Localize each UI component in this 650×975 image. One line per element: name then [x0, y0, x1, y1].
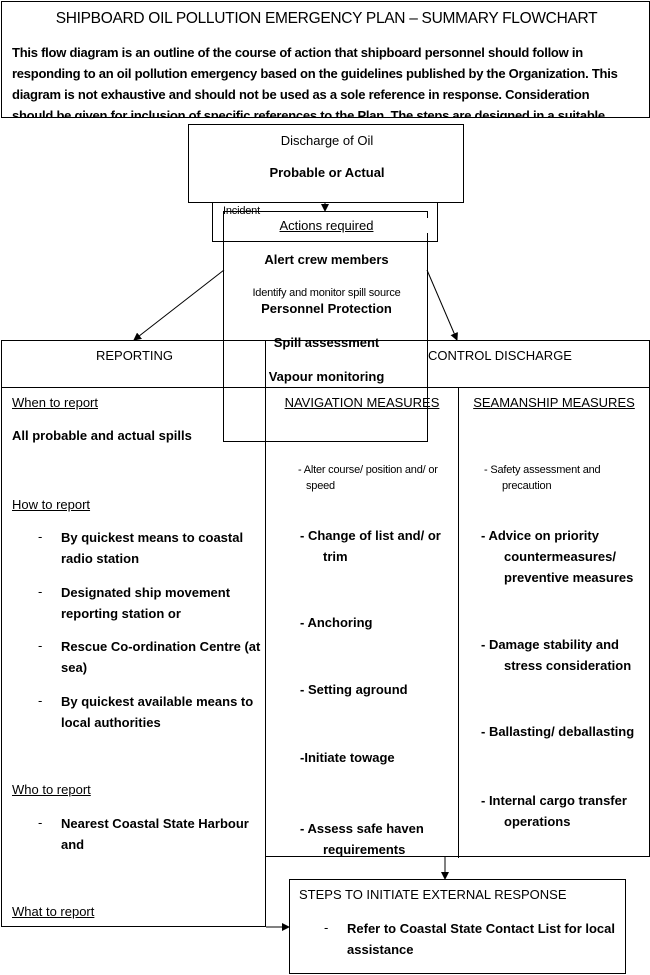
- what-to-report-heading: What to report: [12, 904, 95, 919]
- control-discharge-box: CONTROL DISCHARGE NAVIGATION MEASURES - …: [265, 340, 650, 858]
- when-to-report-heading: When to report: [12, 395, 98, 410]
- discharge-title: Discharge of Oil: [280, 133, 374, 148]
- action-item: Identify and monitor spill source: [252, 287, 401, 299]
- actions-required-title: Actions required: [224, 218, 429, 233]
- external-item-dash: -: [324, 920, 329, 935]
- seamanship-item: - Damage stability and stress considerat…: [481, 637, 632, 673]
- seamanship-small-item: - Safety assessment and precaution: [484, 464, 601, 492]
- how-item-dash: -: [38, 693, 43, 708]
- header-box: SHIPBOARD OIL POLLUTION EMERGENCY PLAN –…: [1, 1, 650, 118]
- intro-line-3: diagram is not exhaustive and should not…: [12, 87, 590, 102]
- action-item: Vapour monitoring: [268, 369, 385, 384]
- actions-required-box: Actions required Alert crew members Iden…: [223, 211, 429, 442]
- page-title: SHIPBOARD OIL POLLUTION EMERGENCY PLAN –…: [55, 10, 598, 27]
- action-item: Spill assessment: [273, 335, 380, 350]
- navigation-item: - Anchoring: [300, 615, 373, 630]
- discharge-box: Discharge of Oil Probable or Actual: [188, 124, 464, 203]
- how-item-dash: -: [38, 638, 43, 653]
- arrow-to-control-discharge: [426, 269, 458, 341]
- reporting-box: REPORTING When to report All probable an…: [1, 340, 267, 927]
- arrow-to-reporting: [133, 269, 225, 341]
- who-item-dash: -: [38, 815, 43, 830]
- intro-line-1: This flow diagram is an outline of the c…: [12, 45, 583, 60]
- action-item: Alert crew members: [264, 252, 389, 267]
- seamanship-measures-title: SEAMANSHIP MEASURES: [473, 395, 635, 410]
- action-item: Personnel Protection: [261, 301, 392, 316]
- control-discharge-title: CONTROL DISCHARGE: [428, 348, 572, 363]
- intro-line-2: responding to an oil pollution emergency…: [12, 66, 618, 81]
- seamanship-item: - Ballasting/ deballasting: [481, 724, 635, 739]
- navigation-item: - Assess safe haven requirements: [300, 821, 424, 857]
- who-to-report-heading: Who to report: [12, 782, 91, 797]
- discharge-subtitle: Probable or Actual: [269, 165, 385, 180]
- navigation-item: - Setting aground: [300, 682, 408, 697]
- when-to-report-text: All probable and actual spills: [12, 428, 192, 443]
- how-item-dash: -: [38, 584, 43, 599]
- navigation-item: -Initiate towage: [300, 750, 395, 765]
- reporting-title: REPORTING: [95, 348, 174, 363]
- external-item: Refer to Coastal State Contact List for …: [347, 921, 615, 957]
- seamanship-item: - Internal cargo transfer operations: [481, 793, 627, 829]
- reporting-divider: [2, 387, 267, 388]
- navigation-item: - Change of list and/ or trim: [300, 528, 441, 564]
- external-response-box: STEPS TO INITIATE EXTERNAL RESPONSE - Re…: [289, 879, 626, 974]
- measures-column-divider: [458, 387, 459, 858]
- how-to-report-heading: How to report: [12, 497, 91, 512]
- navigation-measures-title: NAVIGATION MEASURES: [284, 395, 440, 410]
- intro-line-4: should be given for inclusion of specifi…: [12, 108, 605, 118]
- seamanship-item: - Advice on priority countermeasures/ pr…: [481, 528, 634, 585]
- navigation-small-item: - Alter course/ position and/ or speed: [298, 464, 438, 492]
- external-response-title: STEPS TO INITIATE EXTERNAL RESPONSE: [299, 887, 567, 902]
- how-item-dash: -: [38, 529, 43, 544]
